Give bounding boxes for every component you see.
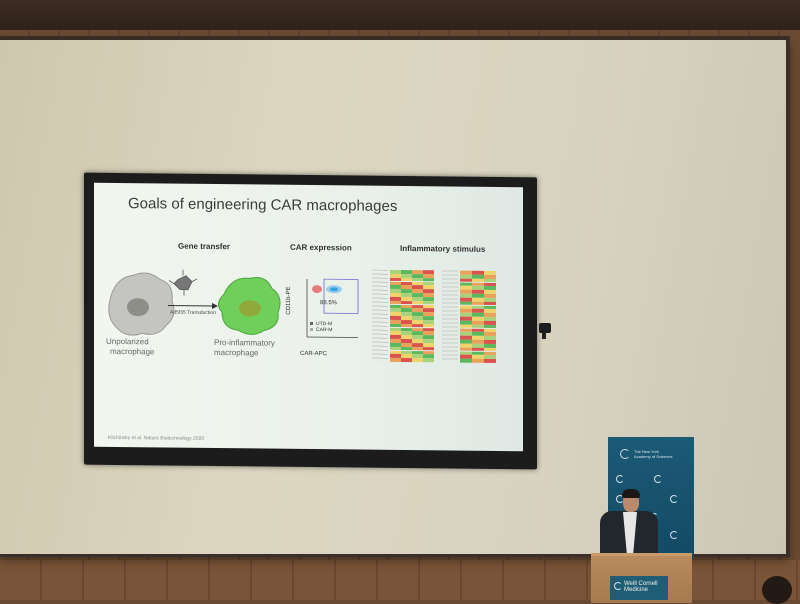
heatmap-left (390, 270, 434, 362)
car-positive-gate (324, 279, 358, 313)
flow-y-axis-label: CD11b-PE (286, 287, 292, 315)
legend-swatch-car (310, 328, 313, 331)
weill-cornell-logo-icon (614, 582, 622, 590)
speaker-hair (622, 489, 640, 498)
nyas-logo-icon (620, 449, 630, 459)
unpolarized-caption-line-1: Unpolarized (106, 337, 149, 347)
heatmap-cell (460, 359, 472, 363)
gene-transfer-illustration (94, 183, 523, 451)
flow-cytometry-plot (307, 279, 358, 338)
nyas-logo-icon (616, 475, 624, 483)
virus-icon (169, 270, 197, 296)
legend-swatch-utd (310, 322, 313, 325)
flow-legend-car: CAR-M (316, 327, 332, 333)
lectern-plate-line-2: Medicine (624, 587, 648, 593)
flow-x-axis-label: CAR-APC (300, 351, 327, 357)
camera-icon (539, 323, 551, 333)
pro-inflammatory-caption-line-1: Pro-inflammatory (214, 338, 275, 349)
lectern-plate: Weill Cornell Medicine (610, 576, 668, 600)
heatmap-cell (423, 358, 434, 362)
nyas-logo-icon (670, 531, 678, 539)
camera-mount (542, 333, 546, 339)
heatmap-right (460, 271, 496, 363)
heatmap-right-labels (442, 270, 458, 362)
nyas-logo-icon (670, 495, 678, 503)
utd-population (312, 285, 322, 293)
heatmap-cell (472, 359, 484, 363)
slide: Goals of engineering CAR macrophages Gen… (94, 183, 523, 451)
banner-org-line-2: Academy of Sciences (634, 454, 672, 459)
heatmap-cell (401, 358, 412, 362)
pro-inflammatory-caption-line-2: macrophage (214, 348, 258, 358)
projected-slide-frame: Goals of engineering CAR macrophages Gen… (84, 173, 537, 470)
slide-citation: Klichinsky et al. Nature Biotechnology 2… (108, 435, 204, 442)
nyas-logo-icon (654, 475, 662, 483)
heatmap-cell (484, 359, 496, 363)
heatmap-left-labels (372, 270, 388, 362)
unpolarized-caption-line-2: macrophage (110, 347, 154, 357)
flow-percent-label: 88.5% (320, 300, 337, 306)
heatmap-cell (390, 358, 401, 362)
transduction-label: Ad5f35 Transduction (170, 310, 216, 316)
heatmap-cell (412, 358, 423, 362)
